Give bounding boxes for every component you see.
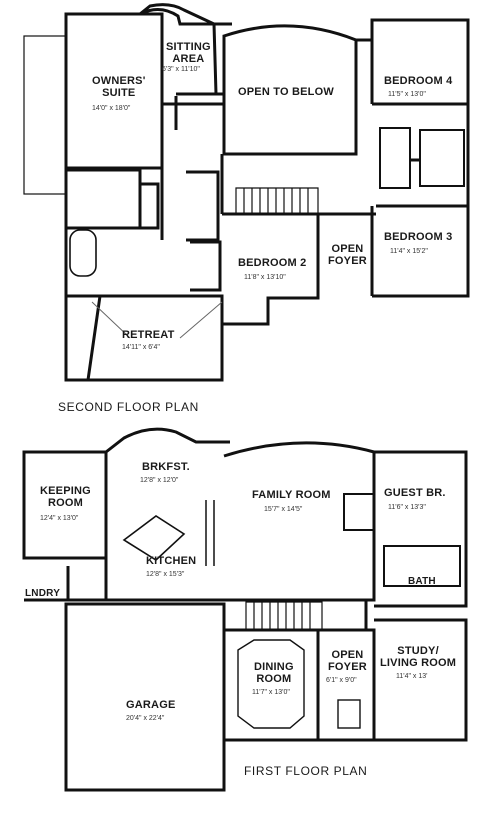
keeping-room-name: KEEPING ROOM [40,485,91,509]
lndry-label: LNDRY [25,588,61,599]
dining-room-name: DINING ROOM [254,661,294,685]
kitchen-label: KITCHEN [146,555,197,567]
owners-suite-label-2: SUITE [102,86,136,99]
garage-dims: 20'4" x 22'4" [126,715,165,722]
bath-label: BATH [408,576,436,587]
owners-suite-dims: 14'0" x 18'0" [92,105,131,112]
open-foyer-label-2: FOYER [328,254,367,267]
keeping-room-label-1: KEEPING [40,485,91,497]
open-foyer-dims: 6'1" x 9'0" [326,677,357,684]
owners-suite-name: OWNERS' SUITE [92,75,146,99]
owners-suite-label-1: OWNERS' [92,75,146,87]
keeping-room-label-2: ROOM [47,496,83,509]
bedroom-4-dims: 11'5" x 13'0" [388,91,426,98]
sitting-area-label-1: SITTING [166,41,211,53]
retreat-dims: 14'11" x 6'4" [122,344,160,351]
guest-br-label: GUEST BR. [384,487,446,499]
brkfst-dims: 12'8" x 12'0" [140,477,179,484]
family-room-dims: 15'7" x 14'5" [264,506,303,513]
dining-room-dims: 11'7" x 13'0" [252,689,290,696]
open-foyer-label-1: OPEN [331,243,364,255]
first-floor-title: FIRST FLOOR PLAN [244,764,368,778]
study-label-1: STUDY/ [397,645,439,657]
sitting-area-label-2: AREA [172,52,205,65]
second-floor-open-foyer: OPEN FOYER [328,243,367,267]
garage-label: GARAGE [126,699,176,711]
open-foyer-1-label-2: FOYER [328,660,367,673]
bedroom-3-label: BEDROOM 3 [384,231,453,243]
bedroom-2-label: BEDROOM 2 [238,257,307,269]
open-to-below-label: OPEN TO BELOW [238,86,334,98]
retreat-label: RETREAT [122,329,175,341]
open-foyer-1-label-1: OPEN [331,649,364,661]
family-room-label: FAMILY ROOM [252,489,331,501]
sitting-area-name: SITTING AREA [166,41,211,65]
study-label-2: LIVING ROOM [380,656,457,669]
sitting-area-dims: 6'3" x 11'10" [162,66,200,73]
keeping-room-dims: 12'4" x 13'0" [40,515,79,522]
bedroom-2-dims: 11'8" x 13'10" [244,274,286,281]
study-dims: 11'4" x 13' [396,673,428,680]
second-floor-title: SECOND FLOOR PLAN [58,400,199,414]
kitchen-dims: 12'8" x 15'3" [146,571,185,578]
first-floor-open-foyer: OPEN FOYER [328,649,367,673]
dining-room-label-2: ROOM [256,672,292,685]
study-name: STUDY/ LIVING ROOM [380,645,457,669]
bedroom-4-label: BEDROOM 4 [384,75,453,87]
first-floor-walls [22,427,468,792]
dining-room-label-1: DINING [254,661,294,673]
brkfst-label: BRKFST. [142,461,190,473]
second-floor-walls [23,3,470,382]
bedroom-3-dims: 11'4" x 15'2" [390,248,428,255]
guest-br-dims: 11'6" x 13'3" [388,504,426,511]
